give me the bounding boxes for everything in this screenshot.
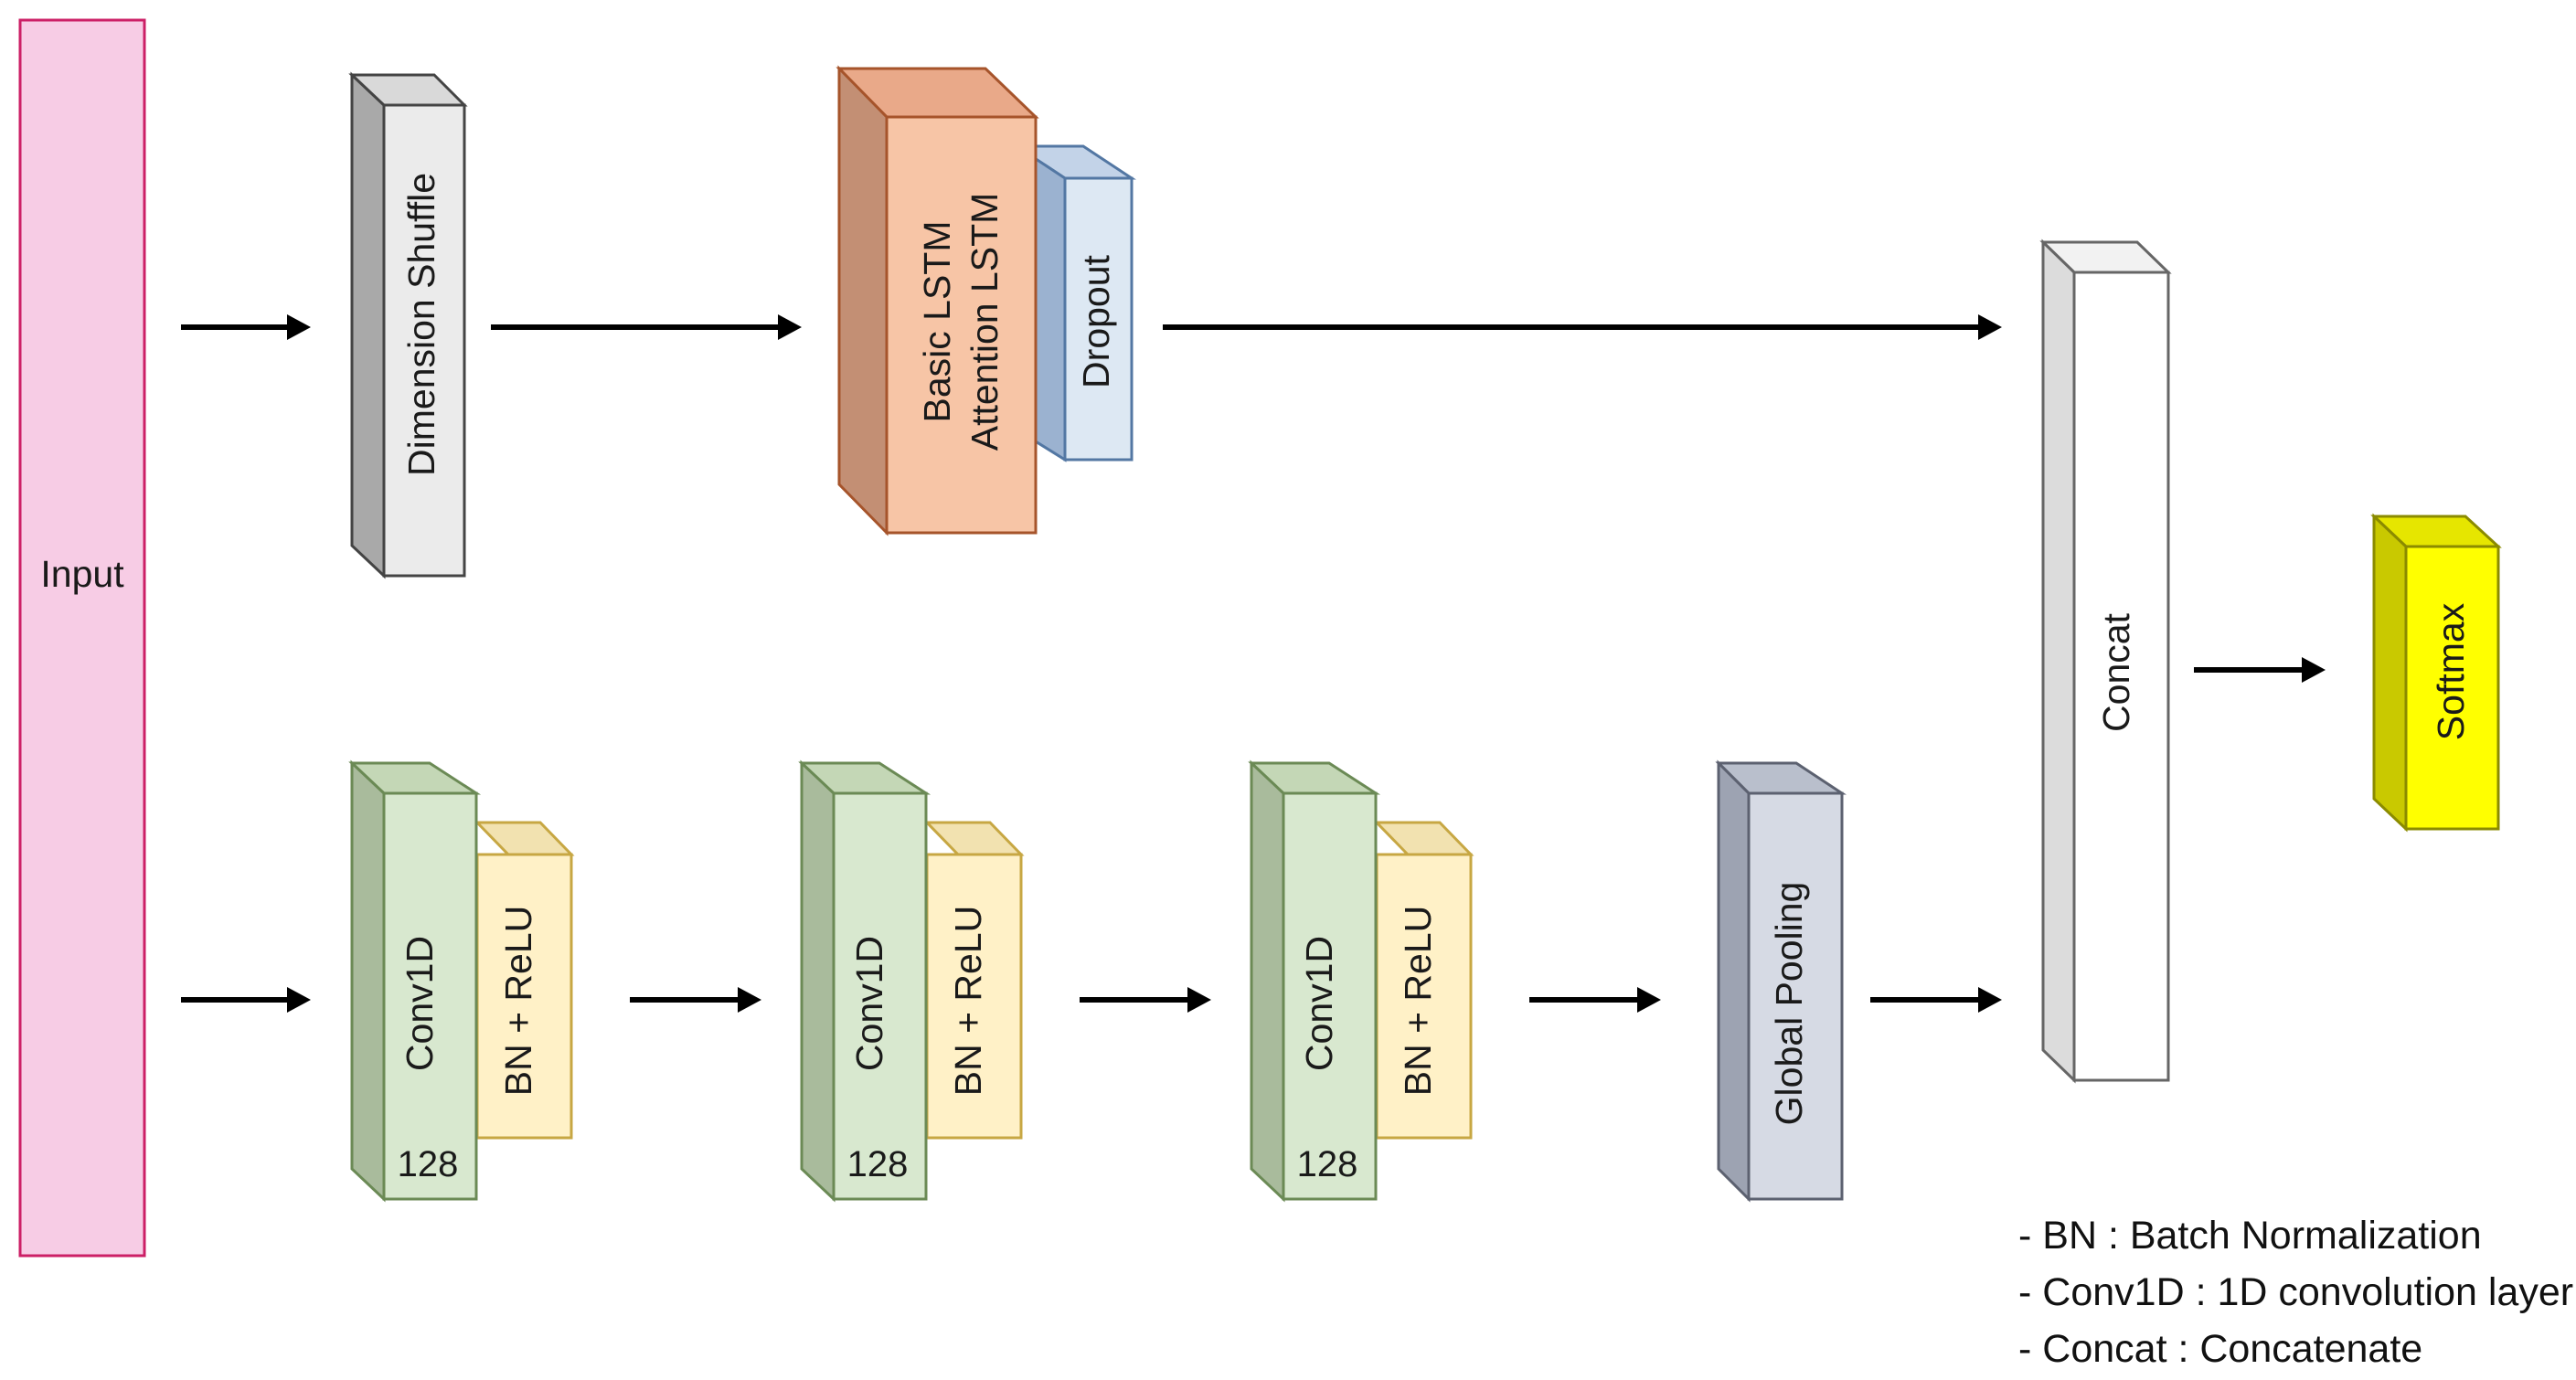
bn-2-front [925, 853, 1023, 1140]
bn-3-front [1375, 853, 1473, 1140]
bn-2-top [923, 821, 1025, 856]
conv-2-filters: 128 [847, 1144, 909, 1184]
legend-item-bn: - BN : Batch Normalization [2018, 1214, 2482, 1258]
conv-3-filters: 128 [1297, 1144, 1358, 1184]
softmax-label: Softmax [2430, 602, 2472, 740]
arrow-input-to-conv-1 [181, 987, 311, 1013]
basic-lstm-label: Basic LSTM [916, 221, 958, 423]
conv-2-side [800, 759, 836, 1203]
input-block: Input [18, 18, 146, 1258]
concat-block: Concat [2039, 239, 2172, 1084]
global-pooling-side [1717, 759, 1751, 1203]
conv-3-side [1250, 759, 1285, 1203]
softmax-side [2372, 513, 2408, 833]
arrow-input-to-shuffle [181, 314, 311, 340]
conv-stage-3: BN + ReLU Conv1D 128 [1248, 759, 1474, 1203]
arrow-pooling-to-concat [1870, 987, 2002, 1013]
conv-1-filters: 128 [398, 1144, 459, 1184]
softmax-front [2404, 545, 2500, 831]
conv-2-label: Conv1D [848, 936, 890, 1071]
input-label: Input [40, 553, 124, 595]
concat-side [2041, 239, 2076, 1084]
conv-3-label: Conv1D [1298, 936, 1340, 1071]
softmax-block: Softmax [2370, 513, 2502, 833]
attention-lstm-label: Attention LSTM [963, 193, 1006, 451]
legend: - BN : Batch Normalization - Conv1D : 1D… [2018, 1214, 2573, 1371]
conv-1-front [382, 791, 478, 1201]
bn-1-label: BN + ReLU [497, 906, 539, 1097]
bn-2-label: BN + ReLU [947, 906, 989, 1097]
arrow-lstm-to-concat [1163, 314, 2002, 340]
lstm-front [885, 115, 1038, 535]
legend-item-conv1d: - Conv1D : 1D convolution layer [2018, 1270, 2573, 1314]
concat-label: Concat [2095, 612, 2137, 732]
global-pooling-label: Global Pooling [1768, 882, 1810, 1126]
arrow-conv-1-to-conv-2 [630, 987, 761, 1013]
bn-1-top [474, 821, 575, 856]
dimension-shuffle-block: Dimension Shuffle [348, 71, 468, 579]
arrow-shuffle-to-lstm [491, 314, 802, 340]
dropout-front [1063, 176, 1134, 462]
conv-1-side [350, 759, 386, 1203]
bn-3-top [1373, 821, 1474, 856]
dimension-shuffle-label: Dimension Shuffle [400, 173, 442, 476]
global-pooling-block: Global Pooling [1715, 759, 1847, 1203]
dimension-shuffle-front [382, 103, 466, 578]
dropout-label: Dropout [1075, 254, 1117, 387]
conv-1-label: Conv1D [399, 936, 441, 1071]
lstm-side [837, 65, 889, 536]
conv-3-front [1282, 791, 1378, 1201]
bn-3-label: BN + ReLU [1397, 906, 1439, 1097]
arrow-conv-3-to-pooling [1529, 987, 1661, 1013]
arrow-concat-to-softmax [2194, 657, 2326, 683]
dimension-shuffle-side [350, 71, 386, 579]
conv-stage-1: BN + ReLU Conv1D 128 [348, 759, 575, 1203]
arrow-conv-2-to-conv-3 [1080, 987, 1211, 1013]
lstm-block: Basic LSTM Attention LSTM [836, 65, 1039, 536]
conv-2-front [832, 791, 928, 1201]
conv-stage-2: BN + ReLU Conv1D 128 [798, 759, 1025, 1203]
legend-item-concat: - Concat : Concatenate [2018, 1327, 2422, 1371]
concat-front [2072, 271, 2170, 1082]
input-rect [18, 18, 146, 1258]
global-pooling-front [1747, 791, 1844, 1201]
